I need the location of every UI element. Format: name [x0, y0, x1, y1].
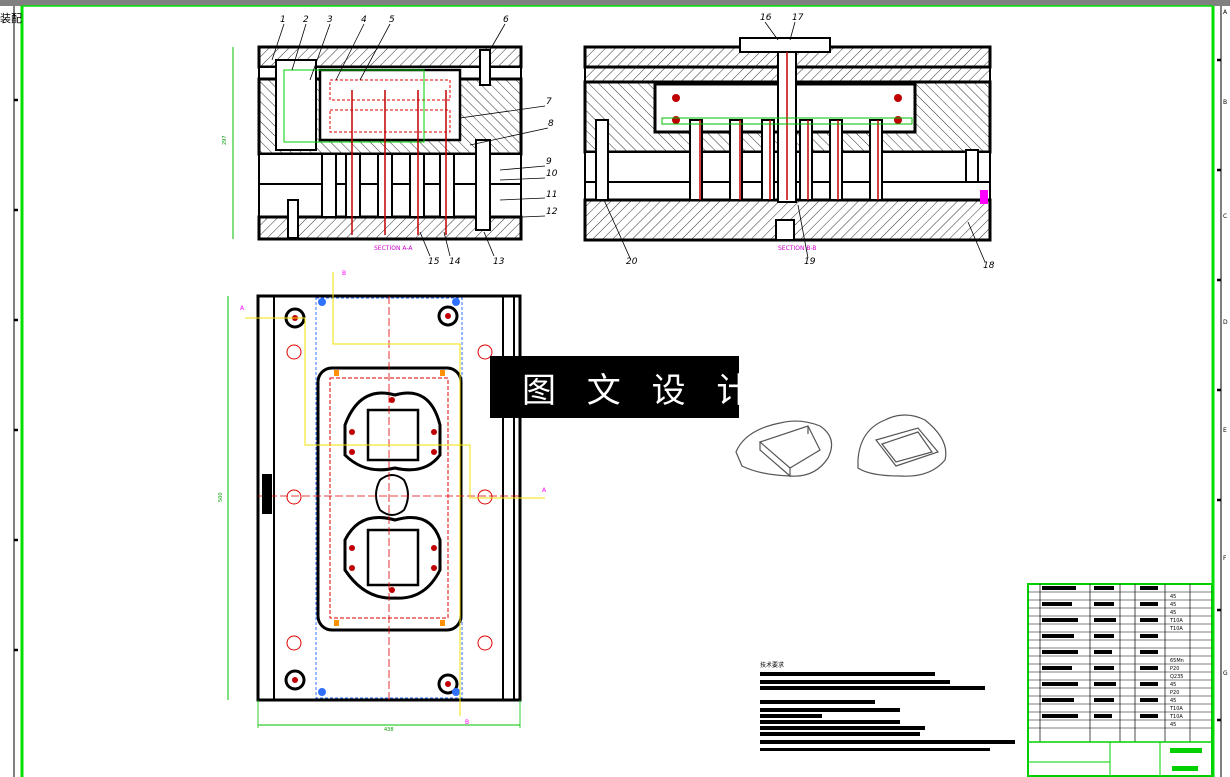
corner-label: 装配 — [0, 12, 22, 25]
section-aa-view: 297 — [222, 45, 523, 241]
callout-number: 11 — [546, 190, 557, 200]
right-edge-letters: A B C D E F G — [1223, 9, 1228, 677]
callout-number: 17 — [792, 13, 804, 23]
edge-letter: E — [1223, 427, 1227, 434]
edge-letter: B — [1223, 99, 1227, 106]
callout-number: 14 — [449, 257, 461, 267]
material-cell: 65Mn — [1170, 658, 1184, 664]
edge-letter: C — [1223, 213, 1227, 220]
dim-plan-height: 500 — [218, 492, 224, 502]
callout-number: 6 — [503, 15, 509, 25]
section-aa-title: SECTION A-A — [374, 245, 413, 252]
top-bar — [0, 0, 1230, 6]
part-sketch-left — [735, 420, 833, 478]
edge-letter: G — [1223, 670, 1228, 677]
edge-letter: F — [1223, 555, 1227, 562]
section-aa-labels: 1 2 3 4 5 6 7 8 9 10 11 12 13 14 15 SECT… — [280, 15, 558, 267]
dim-height-left: 297 — [222, 135, 228, 145]
watermark-text: 图 文 设 计 — [522, 371, 760, 411]
section-bb-callouts — [603, 21, 986, 263]
material-cell: T10A — [1169, 706, 1183, 712]
material-cell: P20 — [1170, 666, 1179, 672]
cut-letter: B — [465, 719, 469, 726]
material-cell: T10A — [1169, 626, 1183, 632]
edge-letter: A — [1223, 9, 1228, 16]
callout-number: 4 — [361, 15, 367, 25]
cut-letter: B — [342, 270, 346, 277]
section-bb-labels: 16 17 18 19 20 SECTION B-B — [626, 13, 995, 271]
material-column: 45 45 45 T10A T10A 65Mn P20 Q235 45 P20 … — [1169, 594, 1184, 728]
cut-letter: A — [542, 487, 547, 494]
callout-number: 13 — [493, 257, 505, 267]
material-cell: 45 — [1170, 682, 1176, 688]
callout-number: 10 — [546, 169, 558, 179]
callout-number: 1 — [280, 15, 286, 25]
callout-number: 18 — [983, 261, 995, 271]
technical-requirements: 技术要求 — [760, 661, 1015, 751]
section-bb-title: SECTION B-B — [778, 245, 817, 252]
callout-number: 12 — [546, 207, 558, 217]
cut-letter: A — [240, 305, 245, 312]
section-aa-callouts — [271, 23, 549, 257]
plan-view: 500 438 A A B B — [218, 270, 547, 733]
edge-letter: D — [1223, 319, 1228, 326]
callout-number: 9 — [546, 157, 552, 167]
material-cell: 45 — [1170, 722, 1176, 728]
material-cell: Q235 — [1170, 674, 1183, 680]
watermark-box: 图 文 设 计 — [490, 356, 760, 418]
callout-number: 7 — [546, 97, 552, 107]
parts-list-table: 45 45 45 T10A T10A 65Mn P20 Q235 45 P20 … — [1027, 583, 1213, 777]
dim-plan-width: 438 — [384, 727, 394, 733]
callout-number: 3 — [327, 15, 333, 25]
material-cell: T10A — [1169, 714, 1183, 720]
callout-number: 5 — [389, 15, 395, 25]
section-bb-view — [583, 37, 992, 242]
material-cell: T10A — [1169, 618, 1183, 624]
callout-number: 8 — [548, 119, 554, 129]
callout-number: 19 — [804, 257, 816, 267]
part-sketch-right — [857, 414, 947, 477]
callout-number: 20 — [626, 257, 638, 267]
callout-number: 15 — [428, 257, 440, 267]
material-cell: 45 — [1170, 602, 1176, 608]
material-cell: 45 — [1170, 610, 1176, 616]
callout-number: 2 — [303, 15, 309, 25]
material-cell: P20 — [1170, 690, 1179, 696]
material-cell: 45 — [1170, 594, 1176, 600]
tech-requirements-title: 技术要求 — [760, 661, 784, 669]
material-cell: 45 — [1170, 698, 1176, 704]
callout-number: 16 — [760, 13, 772, 23]
